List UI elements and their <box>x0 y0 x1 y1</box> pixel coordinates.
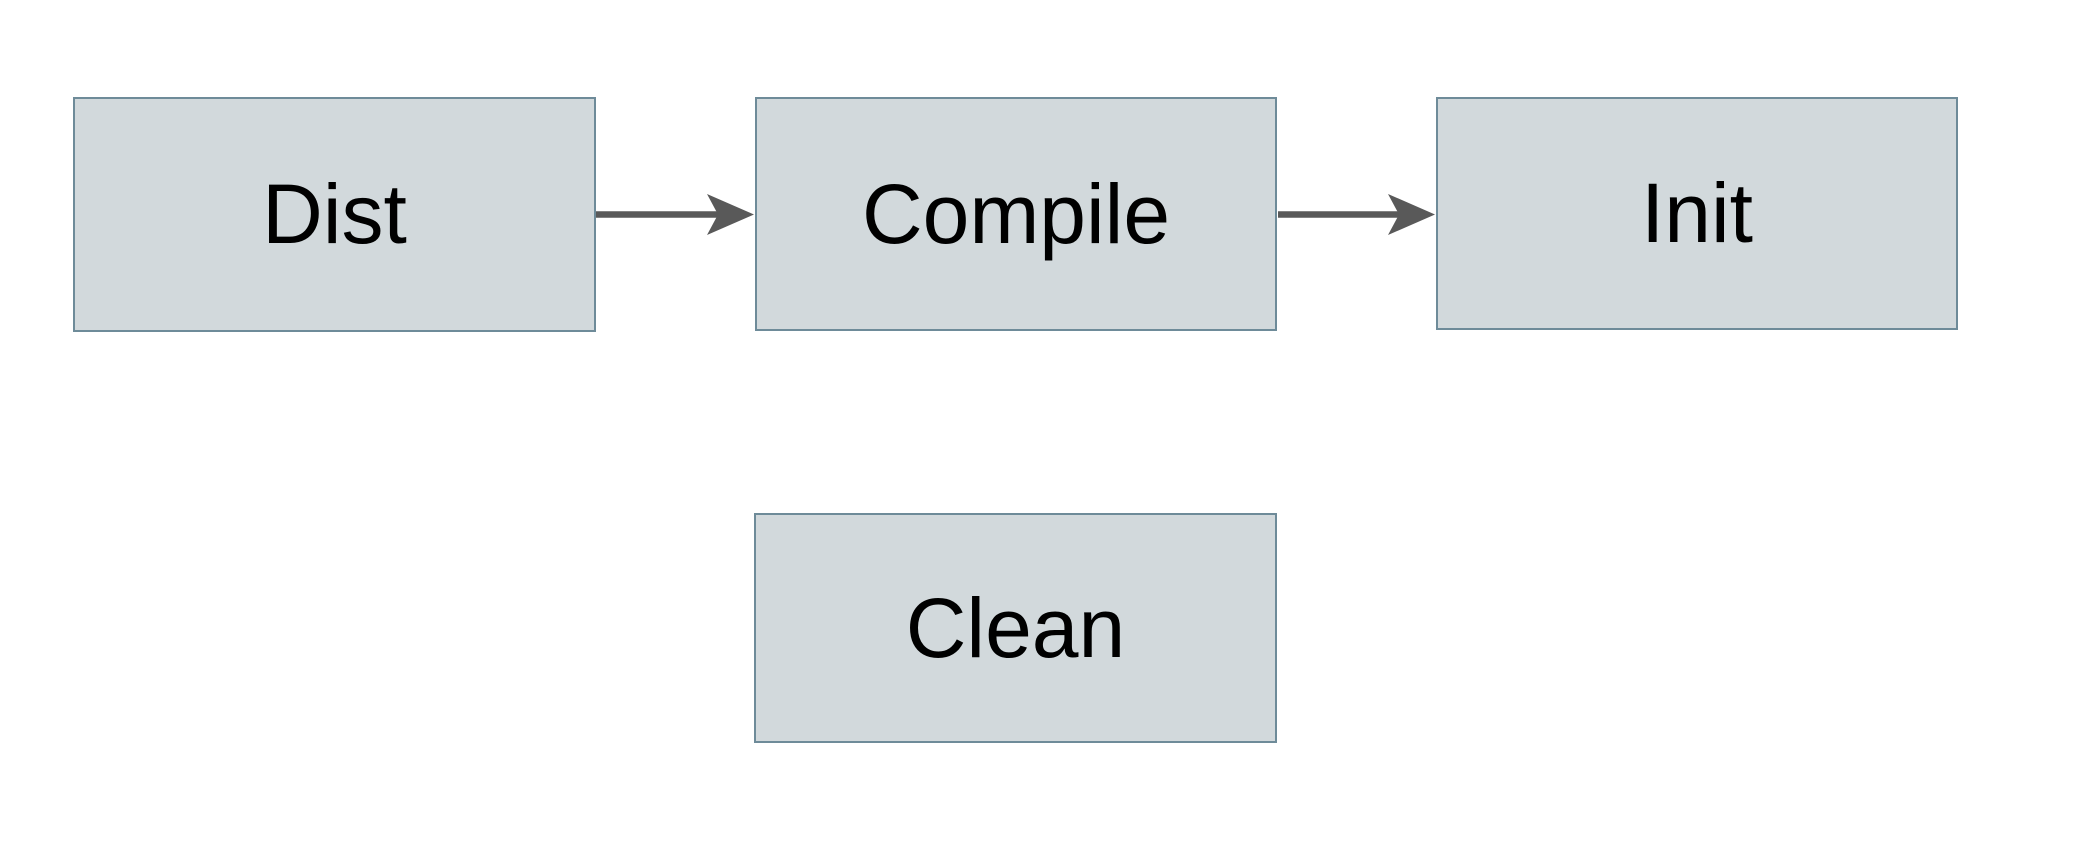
arrow-head-icon <box>1388 194 1435 235</box>
node-clean[interactable]: Clean <box>754 513 1277 743</box>
arrow-compile-to-init <box>1278 194 1435 235</box>
node-init-label: Init <box>1640 166 1754 260</box>
node-dist-label: Dist <box>262 167 407 261</box>
node-clean-label: Clean <box>905 580 1126 675</box>
arrow-dist-to-compile <box>596 194 754 235</box>
node-compile-label: Compile <box>861 166 1171 261</box>
arrow-head-icon <box>707 194 754 235</box>
node-init[interactable]: Init <box>1436 97 1958 330</box>
node-dist[interactable]: Dist <box>73 97 596 332</box>
node-compile[interactable]: Compile <box>755 97 1277 331</box>
